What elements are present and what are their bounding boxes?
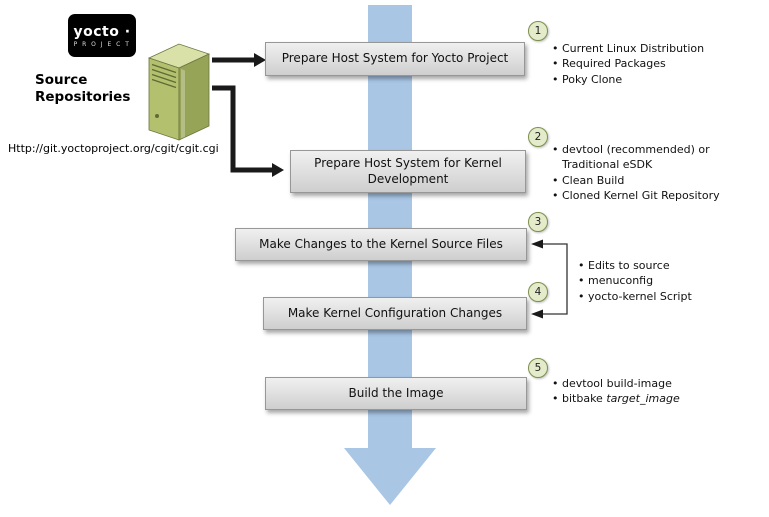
- source-repositories-label: Source Repositories: [35, 72, 131, 105]
- step-number-badge-1: 1: [528, 21, 548, 41]
- bullet-text: bitbake: [562, 392, 607, 406]
- bullet-item: Required Packages: [551, 56, 756, 72]
- step-number: 4: [534, 286, 542, 298]
- step-number: 3: [534, 216, 542, 228]
- step-number-badge-4: 4: [528, 282, 548, 302]
- step-box-prepare-host-kernel: Prepare Host System for Kernel Developme…: [290, 150, 526, 193]
- step2-bullet-list: devtool (recommended) or Traditional eSD…: [551, 142, 746, 204]
- step-box-build-image: Build the Image: [265, 377, 527, 410]
- bullet-item: Clean Build: [551, 173, 746, 189]
- bullet-text: devtool build-image: [562, 377, 672, 390]
- step-box-prepare-host-yocto: Prepare Host System for Yocto Project: [265, 42, 525, 76]
- bullet-item: Edits to source: [577, 258, 737, 274]
- step-number: 1: [534, 25, 542, 37]
- step-number-badge-5: 5: [528, 358, 548, 378]
- step-box-label: Prepare Host System for Yocto Project: [281, 51, 509, 66]
- connector-arrow-server-to-step2: [212, 85, 272, 173]
- step1-bullet-list: Current Linux Distribution Required Pack…: [551, 41, 756, 88]
- arrowhead-step4-icon: [531, 309, 543, 319]
- step-number: 5: [534, 362, 542, 374]
- arrowhead-step1-icon: [254, 53, 266, 67]
- bullet-text-italic: target_image: [606, 392, 680, 406]
- step-box-label: Make Kernel Configuration Changes: [287, 305, 503, 320]
- step-number-badge-2: 2: [528, 127, 548, 147]
- bullet-item: Poky Clone: [551, 72, 756, 88]
- step-number: 2: [534, 131, 542, 143]
- step-number-badge-3: 3: [528, 212, 548, 232]
- yocto-logo: yocto · P R O J E C T: [68, 14, 136, 57]
- bullet-item: yocto-kernel Script: [577, 289, 737, 305]
- arrowhead-step3-icon: [531, 239, 543, 249]
- bullet-item: Current Linux Distribution: [551, 41, 756, 57]
- bullet-item: Cloned Kernel Git Repository: [551, 188, 746, 204]
- bullet-item: devtool build-image: [551, 376, 746, 392]
- server-icon: [147, 43, 211, 141]
- bullet-item: devtool (recommended) or Traditional eSD…: [551, 142, 746, 173]
- bullet-item: bitbake target_image: [551, 391, 746, 407]
- yocto-logo-name: yocto ·: [73, 23, 131, 40]
- bullet-item: menuconfig: [577, 273, 737, 289]
- yocto-logo-tagline: P R O J E C T: [73, 40, 131, 48]
- step-box-label: Make Changes to the Kernel Source Files: [259, 236, 503, 251]
- step-box-make-config-changes: Make Kernel Configuration Changes: [263, 297, 527, 330]
- arrowhead-step2-icon: [272, 163, 284, 177]
- step5-bullet-list: devtool build-image bitbake target_image: [551, 376, 746, 407]
- step-box-label: Build the Image: [348, 385, 444, 400]
- step-box-make-source-changes: Make Changes to the Kernel Source Files: [235, 228, 527, 261]
- step-box-label: Prepare Host System for Kernel Developme…: [314, 155, 502, 186]
- steps-3-4-shared-bullet-list: Edits to source menuconfig yocto-kernel …: [577, 258, 737, 305]
- shared-bullets-bracket: [542, 243, 568, 315]
- source-repositories-url: Http://git.yoctoproject.org/cgit/cgit.cg…: [8, 142, 219, 155]
